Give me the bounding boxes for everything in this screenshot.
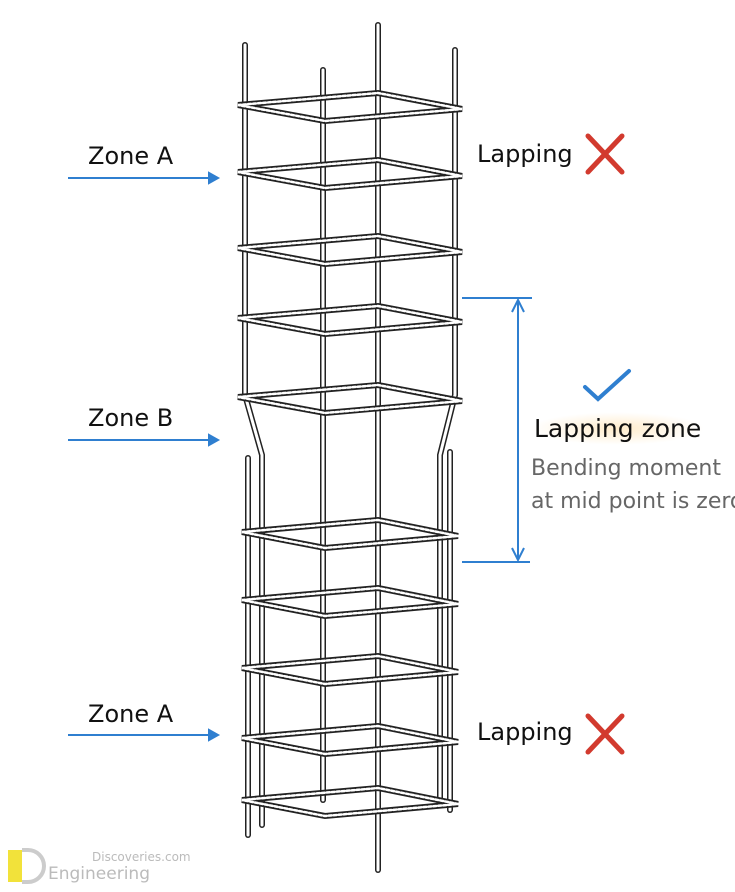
lapping-bottom-label: Lapping	[477, 718, 573, 746]
zone-b-label: Zone B	[88, 404, 174, 432]
zone-a-top-label: Zone A	[88, 142, 174, 170]
dimension-arrow-icon	[462, 297, 532, 563]
stirrup-texture	[241, 654, 459, 686]
stirrup	[237, 381, 463, 417]
check-icon	[583, 369, 631, 402]
description-line-2: at mid point is zero	[531, 489, 735, 514]
stirrup-texture	[237, 91, 463, 123]
stirrup	[241, 584, 459, 620]
stirrup-texture	[241, 518, 459, 550]
zone-a-bottom-label: Zone A	[88, 700, 174, 728]
stirrup	[237, 89, 463, 125]
logo-text-line1: Discoveries.com	[92, 850, 191, 864]
lapping-top-label: Lapping	[477, 140, 573, 168]
stirrup-texture	[241, 586, 459, 618]
stirrup-texture	[241, 786, 459, 818]
cross-icon	[585, 713, 625, 755]
logo: Discoveries.com Engineering	[6, 846, 196, 886]
arrow-right-icon	[68, 171, 221, 185]
logo-text-line2: Engineering	[48, 864, 150, 884]
stirrup-texture	[237, 234, 463, 266]
stirrup	[237, 302, 463, 338]
stirrup	[237, 156, 463, 192]
lapping-zone-title: Lapping zone	[530, 412, 706, 445]
vertical-rebar-highlight	[243, 43, 264, 827]
vertical-rebar-highlight	[438, 48, 457, 802]
arrow-right-icon	[68, 728, 221, 742]
cross-icon	[585, 133, 625, 175]
stirrup	[241, 784, 459, 820]
stirrup	[241, 652, 459, 688]
description-line-1: Bending moment	[531, 456, 721, 481]
stirrup-texture	[237, 158, 463, 190]
arrow-right-icon	[68, 433, 221, 447]
stirrup	[237, 232, 463, 268]
stirrup-texture	[237, 383, 463, 415]
stirrup-texture	[241, 724, 459, 756]
logo-mark-icon	[8, 848, 46, 884]
stirrup	[241, 516, 459, 552]
stirrup-texture	[237, 304, 463, 336]
stirrup	[241, 722, 459, 758]
